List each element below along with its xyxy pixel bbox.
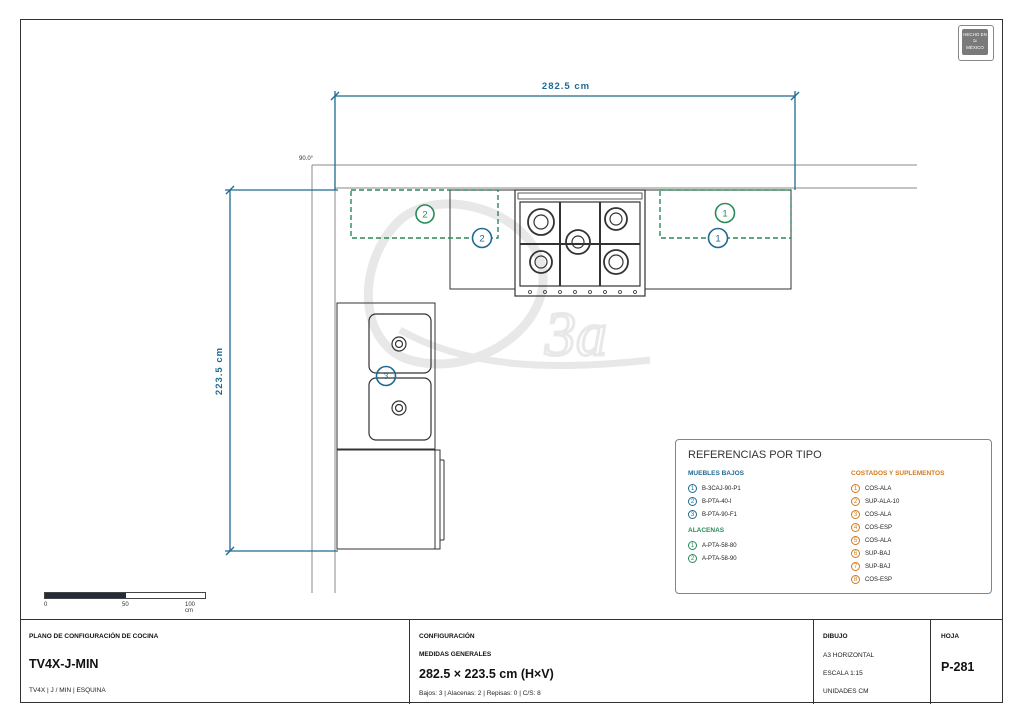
title-block-sheet: HOJA P-281 bbox=[931, 620, 1003, 704]
model-sub: TV4X | J / MIN | ESQUINA bbox=[29, 687, 106, 694]
watermark-text: 3a bbox=[544, 301, 607, 369]
logo-badge: HECHO EN ≈ MÉXICO bbox=[962, 29, 988, 55]
vertical-dimension-label: 223.5 cm bbox=[214, 347, 225, 395]
legend-label: B-PTA-40-I bbox=[702, 498, 732, 505]
legend-item: 3 B-PTA-90-F1 bbox=[688, 508, 744, 521]
drawing-line3: UNIDADES CM bbox=[823, 688, 869, 695]
horizontal-dimension-label: 282.5 cm bbox=[542, 81, 590, 92]
legend-panel: REFERENCIAS POR TIPO MUEBLES BAJOS 1 B-3C… bbox=[675, 439, 992, 594]
legend-badge: 1 bbox=[851, 484, 860, 493]
legend-heading-alacenas: ALACENAS bbox=[688, 527, 725, 534]
legend-item: 2 B-PTA-40-I bbox=[688, 495, 744, 508]
svg-text:1: 1 bbox=[715, 234, 720, 245]
legend-item: 3 COS-ALA bbox=[851, 508, 944, 521]
legend-heading-muebles-bajos: MUEBLES BAJOS bbox=[688, 470, 744, 477]
legend-label: COS-ALA bbox=[865, 485, 892, 492]
legend-badge: 5 bbox=[851, 536, 860, 545]
legend-label: A-PTA-58-90 bbox=[702, 555, 737, 562]
legend-item: 7 SUP-BAJ bbox=[851, 560, 944, 573]
sheet-label: HOJA bbox=[941, 633, 960, 640]
legend-label: A-PTA-58-80 bbox=[702, 542, 737, 549]
legend-item: 8 COS-ESP bbox=[851, 573, 944, 586]
legend-label: COS-ESP bbox=[865, 576, 893, 583]
legend-badge: 3 bbox=[688, 510, 697, 519]
legend-item: 2 SUP-ALA-10 bbox=[851, 495, 944, 508]
legend-badge: 2 bbox=[851, 497, 860, 506]
legend-label: SUP-BAJ bbox=[865, 550, 891, 557]
hecho-en-mexico-logo: HECHO EN ≈ MÉXICO bbox=[958, 25, 994, 61]
scale-tick-0: 0 bbox=[44, 602, 48, 608]
horizontal-dimension bbox=[330, 91, 800, 190]
svg-text:1: 1 bbox=[722, 209, 727, 220]
marker-upper-left: 2 bbox=[415, 204, 435, 224]
legend-item: 4 COS-ESP bbox=[851, 521, 944, 534]
legend-label: COS-ALA bbox=[865, 537, 892, 544]
drawing-line1: A3 HORIZONTAL bbox=[823, 652, 875, 659]
legend-badge: 2 bbox=[688, 497, 697, 506]
legend-badge: 2 bbox=[688, 554, 697, 563]
legend-badge: 4 bbox=[851, 523, 860, 532]
legend-label: B-PTA-90-F1 bbox=[702, 511, 737, 518]
drawing-label: DIBUJO bbox=[823, 633, 848, 640]
legend-item: 1 A-PTA-58-80 bbox=[688, 539, 744, 552]
legend-badge: 7 bbox=[851, 562, 860, 571]
vertical-dimension bbox=[225, 185, 338, 556]
drawing-line2: ESCALA 1:15 bbox=[823, 670, 863, 677]
legend-badge: 3 bbox=[851, 510, 860, 519]
legend-label: COS-ESP bbox=[865, 524, 893, 531]
legend-item: 6 SUP-BAJ bbox=[851, 547, 944, 560]
legend-item: 1 COS-ALA bbox=[851, 482, 944, 495]
title-block-plan: PLANO DE CONFIGURACIÓN DE COCINA TV4X-J-… bbox=[20, 620, 410, 704]
legend-label: B-3CAJ-90-P1 bbox=[702, 485, 741, 492]
logo-mark-icon: ≈ bbox=[973, 38, 977, 45]
sink bbox=[368, 313, 432, 441]
marker-base-right: 1 bbox=[707, 227, 729, 249]
config-label: CONFIGURACIÓN bbox=[419, 633, 475, 640]
legend-title: REFERENCIAS POR TIPO bbox=[688, 449, 822, 461]
marker-base-left: 2 bbox=[471, 227, 493, 249]
watermark-logo: 3a bbox=[363, 199, 651, 371]
legend-heading-costados: COSTADOS Y SUPLEMENTOS bbox=[851, 470, 945, 477]
scale-bar-fill bbox=[45, 593, 126, 598]
legend-badge: 8 bbox=[851, 575, 860, 584]
legend-badge: 1 bbox=[688, 484, 697, 493]
plan-label: PLANO DE CONFIGURACIÓN DE COCINA bbox=[29, 633, 159, 640]
config-measures: 282.5 × 223.5 cm (H×V) bbox=[419, 667, 554, 681]
legend-label: COS-ALA bbox=[865, 511, 892, 518]
logo-line2: MÉXICO bbox=[966, 45, 984, 50]
marker-upper-right: 1 bbox=[714, 202, 736, 224]
legend-item: 2 A-PTA-58-90 bbox=[688, 552, 744, 565]
scale-tick-50: 50 bbox=[122, 602, 129, 608]
legend-badge: 6 bbox=[851, 549, 860, 558]
legend-label: SUP-ALA-10 bbox=[865, 498, 900, 505]
model-name: TV4X-J-MIN bbox=[29, 657, 99, 671]
legend-label: SUP-BAJ bbox=[865, 563, 891, 570]
title-block: PLANO DE CONFIGURACIÓN DE COCINA TV4X-J-… bbox=[20, 619, 1003, 704]
legend-item: 5 COS-ALA bbox=[851, 534, 944, 547]
walls bbox=[311, 164, 917, 593]
scale-bar-outline bbox=[44, 592, 206, 599]
title-block-drawing: DIBUJO A3 HORIZONTAL ESCALA 1:15 UNIDADE… bbox=[814, 620, 931, 704]
config-counts: Bajos: 3 | Alacenas: 2 | Repisas: 0 | C/… bbox=[419, 690, 541, 697]
scale-tick-100: 100 cm bbox=[185, 602, 196, 614]
title-block-config: CONFIGURACIÓN MEDIDAS GENERALES 282.5 × … bbox=[410, 620, 814, 704]
legend-badge: 1 bbox=[688, 541, 697, 550]
config-sublabel: MEDIDAS GENERALES bbox=[419, 651, 492, 658]
sheet-number: P-281 bbox=[941, 660, 975, 674]
angle-label: 90.0° bbox=[299, 156, 314, 162]
legend-item: 1 B-3CAJ-90-P1 bbox=[688, 482, 744, 495]
drawing-sheet bbox=[20, 19, 1003, 703]
logo-line1: HECHO EN bbox=[963, 32, 987, 37]
svg-text:2: 2 bbox=[422, 210, 427, 221]
stove bbox=[514, 189, 646, 297]
marker-sink: 3 bbox=[375, 365, 397, 387]
svg-text:2: 2 bbox=[479, 234, 484, 245]
svg-text:3: 3 bbox=[384, 372, 389, 381]
